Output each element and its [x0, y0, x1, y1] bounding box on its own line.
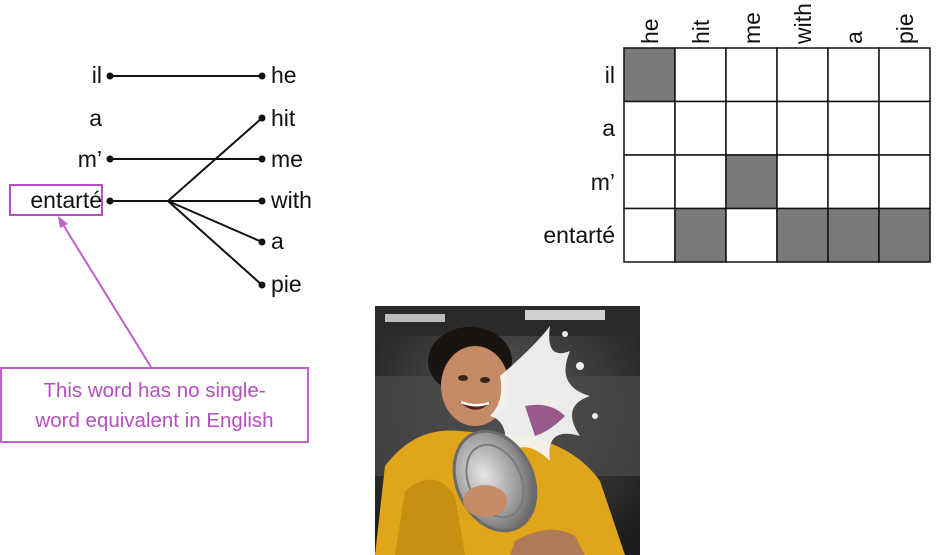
- target-dot: [258, 238, 266, 246]
- callout-line-2: word equivalent in English: [35, 409, 274, 432]
- matrix-cell-empty: [827, 154, 880, 210]
- alignment-link: [167, 200, 263, 243]
- matrix-cell-empty: [776, 154, 829, 210]
- target-dot: [258, 72, 266, 80]
- matrix-cell-empty: [674, 154, 727, 210]
- matrix-cell-filled: [674, 207, 727, 263]
- matrix-row-label-il: il: [604, 62, 615, 88]
- source-word-a: a: [89, 105, 102, 131]
- target-word-he: he: [271, 62, 297, 88]
- matrix-cell-empty: [776, 47, 829, 103]
- highlight-box: [9, 184, 103, 216]
- target-word-pie: pie: [271, 271, 302, 297]
- matrix-row-label-m: m’: [590, 169, 615, 195]
- matrix-row-label-a: a: [602, 115, 615, 141]
- matrix-cell-filled: [725, 154, 778, 210]
- source-word-entarte: entarté: [30, 187, 102, 213]
- matrix-col-label-me: me: [739, 12, 765, 44]
- matrix-cell-empty: [878, 100, 931, 156]
- source-dot: [106, 155, 114, 163]
- matrix-col-label-a: a: [841, 31, 867, 44]
- matrix-col-label-hit: hit: [688, 19, 714, 44]
- matrix-cell-filled: [878, 207, 931, 263]
- matrix-cell-empty: [725, 100, 778, 156]
- matrix-cell-filled: [776, 207, 829, 263]
- matrix-cell-empty: [827, 47, 880, 103]
- matrix-col-label-pie: pie: [892, 13, 918, 44]
- matrix-cell-empty: [674, 47, 727, 103]
- target-dot: [258, 155, 266, 163]
- source-dot: [106, 197, 114, 205]
- source-dot: [106, 72, 114, 80]
- matrix-cell-empty: [623, 100, 676, 156]
- matrix-cell-empty: [623, 207, 676, 263]
- matrix-cell-empty: [827, 100, 880, 156]
- target-word-a: a: [271, 228, 284, 254]
- target-dot: [258, 197, 266, 205]
- matrix-cell-empty: [878, 154, 931, 210]
- alignment-link: [167, 200, 263, 286]
- target-word-me: me: [271, 146, 303, 172]
- matrix-cell-empty: [674, 100, 727, 156]
- target-dot: [258, 114, 266, 122]
- callout-line-1: This word has no single-: [43, 379, 266, 402]
- pie-in-face-photo: [375, 306, 640, 555]
- matrix-row-label-entarte: entarté: [543, 222, 615, 248]
- matrix-cell-empty: [623, 154, 676, 210]
- target-word-hit: hit: [271, 105, 296, 131]
- matrix-cell-empty: [725, 207, 778, 263]
- matrix-cell-filled: [623, 47, 676, 103]
- matrix-col-label-with: with: [790, 3, 816, 44]
- matrix-cell-empty: [878, 47, 931, 103]
- source-word-il: il: [91, 62, 102, 88]
- alignment-link: [167, 117, 263, 202]
- matrix-cell-empty: [776, 100, 829, 156]
- matrix-cell-empty: [725, 47, 778, 103]
- source-word-m: m’: [77, 146, 102, 172]
- callout-note: This word has no single- word equivalent…: [0, 367, 309, 443]
- matrix-cell-filled: [827, 207, 880, 263]
- target-dot: [258, 281, 266, 289]
- matrix-col-label-he: he: [637, 18, 663, 44]
- target-word-with: with: [271, 187, 312, 213]
